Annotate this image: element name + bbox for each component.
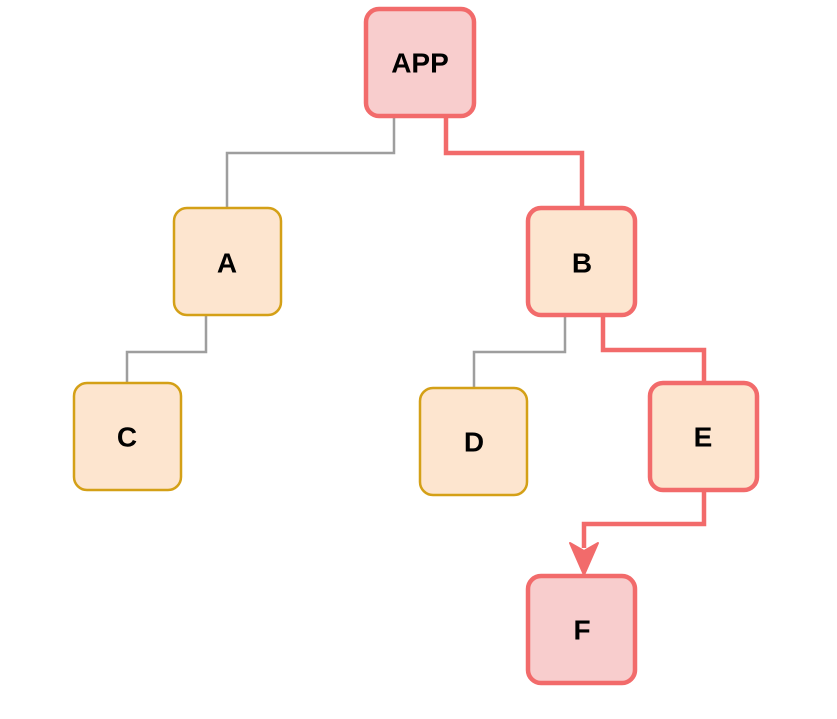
- node-app-label: APP: [391, 48, 449, 79]
- node-app[interactable]: APP: [363, 6, 477, 119]
- node-a-label: A: [217, 248, 237, 279]
- arrowhead-icon: [569, 542, 599, 576]
- edge-app-a: [225, 117, 396, 207]
- edge-e-f: [581, 491, 707, 548]
- edge-app-b: [443, 117, 585, 207]
- edge-b-d: [472, 315, 567, 388]
- edge-a-c: [125, 315, 208, 383]
- node-e-label: E: [694, 422, 713, 453]
- node-c[interactable]: C: [72, 381, 183, 492]
- node-f[interactable]: F: [525, 573, 638, 686]
- edges: [125, 117, 707, 576]
- node-d[interactable]: D: [418, 386, 529, 497]
- node-b-label: B: [572, 248, 592, 279]
- edge-b-e: [600, 315, 707, 383]
- node-b[interactable]: B: [525, 205, 638, 318]
- node-f-label: F: [573, 615, 590, 646]
- node-c-label: C: [117, 422, 137, 453]
- node-e[interactable]: E: [647, 380, 760, 493]
- node-a[interactable]: A: [172, 206, 283, 317]
- node-d-label: D: [464, 427, 484, 458]
